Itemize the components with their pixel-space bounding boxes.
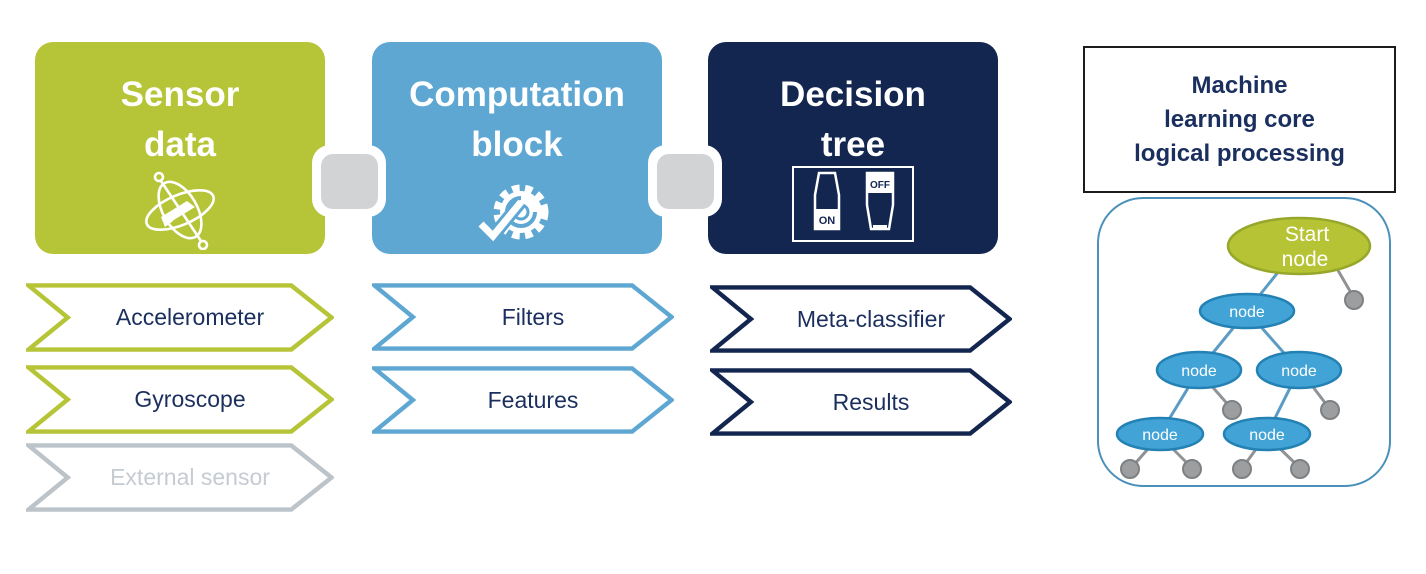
decision-tree-title-line2: tree xyxy=(820,125,886,164)
start-node: Start node xyxy=(1226,216,1372,276)
computation-title-line2: block xyxy=(471,125,563,164)
decision-tree-title: Decision tree xyxy=(708,42,998,170)
tree-node: node xyxy=(1222,416,1312,452)
pipeline-connector-2 xyxy=(648,145,722,217)
ml-core-title-line2: learning core xyxy=(1164,105,1315,133)
tree-node-label: node xyxy=(1281,363,1317,380)
chevron-features-label: Features xyxy=(487,386,579,413)
tree-node-label: node xyxy=(1181,363,1217,380)
sensor-data-title-line2: data xyxy=(144,125,216,164)
start-node-label-line1: Start xyxy=(1285,223,1330,246)
gyroscope-icon xyxy=(145,171,215,250)
chevron-features: Features xyxy=(372,366,674,434)
chevron-accelerometer-label: Accelerometer xyxy=(115,304,265,330)
gear-check-icon xyxy=(476,184,549,246)
chevron-filters-label: Filters xyxy=(501,303,565,330)
ml-core-title-box: Machine learning core logical processing xyxy=(1083,46,1396,193)
toggle-switches-icon: ON OFF xyxy=(792,166,914,242)
sensor-data-title: Sensor data xyxy=(35,42,325,170)
tree-node: node xyxy=(1198,292,1296,330)
switch-on-label: ON xyxy=(819,215,836,227)
tree-node: node xyxy=(1255,350,1343,390)
tree-node: node xyxy=(1115,416,1205,452)
connector-square xyxy=(320,153,378,209)
decision-tree-title-line1: Decision xyxy=(780,75,926,114)
decision-tree-panel: Start node node node node node xyxy=(1097,197,1391,487)
switch-off-label: OFF xyxy=(870,180,890,191)
computation-block: Computation block xyxy=(372,42,662,254)
sensor-data-title-line1: Sensor xyxy=(120,75,240,114)
pipeline-connector-1 xyxy=(312,145,386,217)
chevron-filters: Filters xyxy=(372,283,674,351)
chevron-results-label: Results xyxy=(832,388,910,415)
chevron-external-sensor: External sensor xyxy=(26,443,334,512)
tree-node-label: node xyxy=(1142,427,1178,444)
chevron-meta-classifier-label: Meta-classifier xyxy=(796,305,946,332)
start-node-label-line2: node xyxy=(1282,248,1329,271)
chevron-accelerometer: Accelerometer xyxy=(26,283,334,352)
connector-square xyxy=(656,153,714,209)
chevron-meta-classifier: Meta-classifier xyxy=(710,285,1012,353)
decision-tree-graph: Start node node node node node xyxy=(1115,216,1372,479)
ml-core-title-line1: Machine xyxy=(1191,71,1288,99)
tree-node-label: node xyxy=(1249,427,1285,444)
chevron-gyroscope: Gyroscope xyxy=(26,365,334,434)
ml-core-title-line3: logical processing xyxy=(1134,139,1345,167)
computation-title: Computation block xyxy=(372,42,662,170)
computation-title-line1: Computation xyxy=(409,75,625,114)
sensor-data-block: Sensor data xyxy=(35,42,325,254)
decision-tree-block: Decision tree ON OFF xyxy=(708,42,998,254)
chevron-external-sensor-label: External sensor xyxy=(110,464,270,490)
tree-node: node xyxy=(1155,350,1243,390)
leaf-nodes xyxy=(1120,290,1364,479)
chevron-results: Results xyxy=(710,368,1012,436)
tree-node-label: node xyxy=(1229,304,1265,321)
chevron-gyroscope-label: Gyroscope xyxy=(134,386,246,412)
